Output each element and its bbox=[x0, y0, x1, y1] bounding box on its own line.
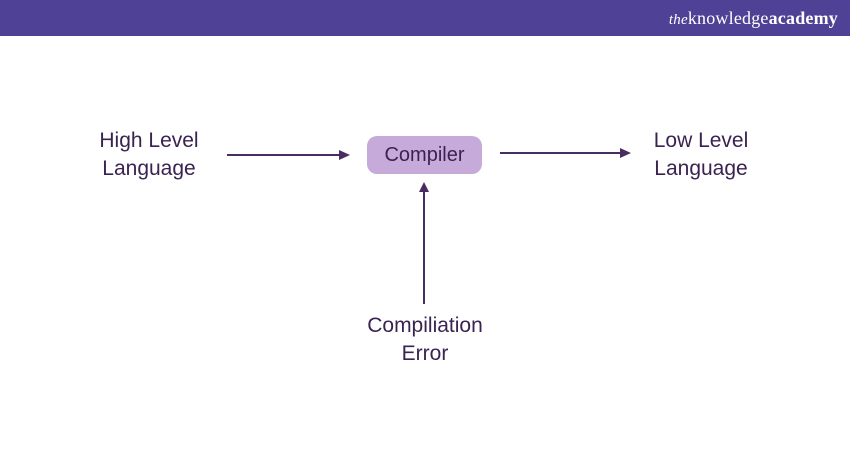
knowledge-academy-logo: theknowledgeacademy bbox=[669, 0, 838, 36]
arrow-up-icon bbox=[419, 182, 429, 304]
logo-the: the bbox=[668, 12, 688, 28]
logo-knowledge: knowledge bbox=[687, 8, 769, 28]
low-level-language-label: Low Level Language bbox=[653, 129, 749, 180]
compiler-label: Compiler bbox=[384, 143, 465, 166]
logo-academy: academy bbox=[768, 8, 838, 28]
compilation-error-label: Compiliation Error bbox=[367, 314, 483, 365]
arrow-right-icon bbox=[500, 148, 631, 158]
header-bar: theknowledgeacademy bbox=[0, 0, 850, 36]
arrow-right-icon bbox=[227, 150, 350, 160]
high-level-language-label: High Level Language bbox=[99, 129, 199, 180]
compiler-node: Compiler bbox=[367, 136, 482, 174]
